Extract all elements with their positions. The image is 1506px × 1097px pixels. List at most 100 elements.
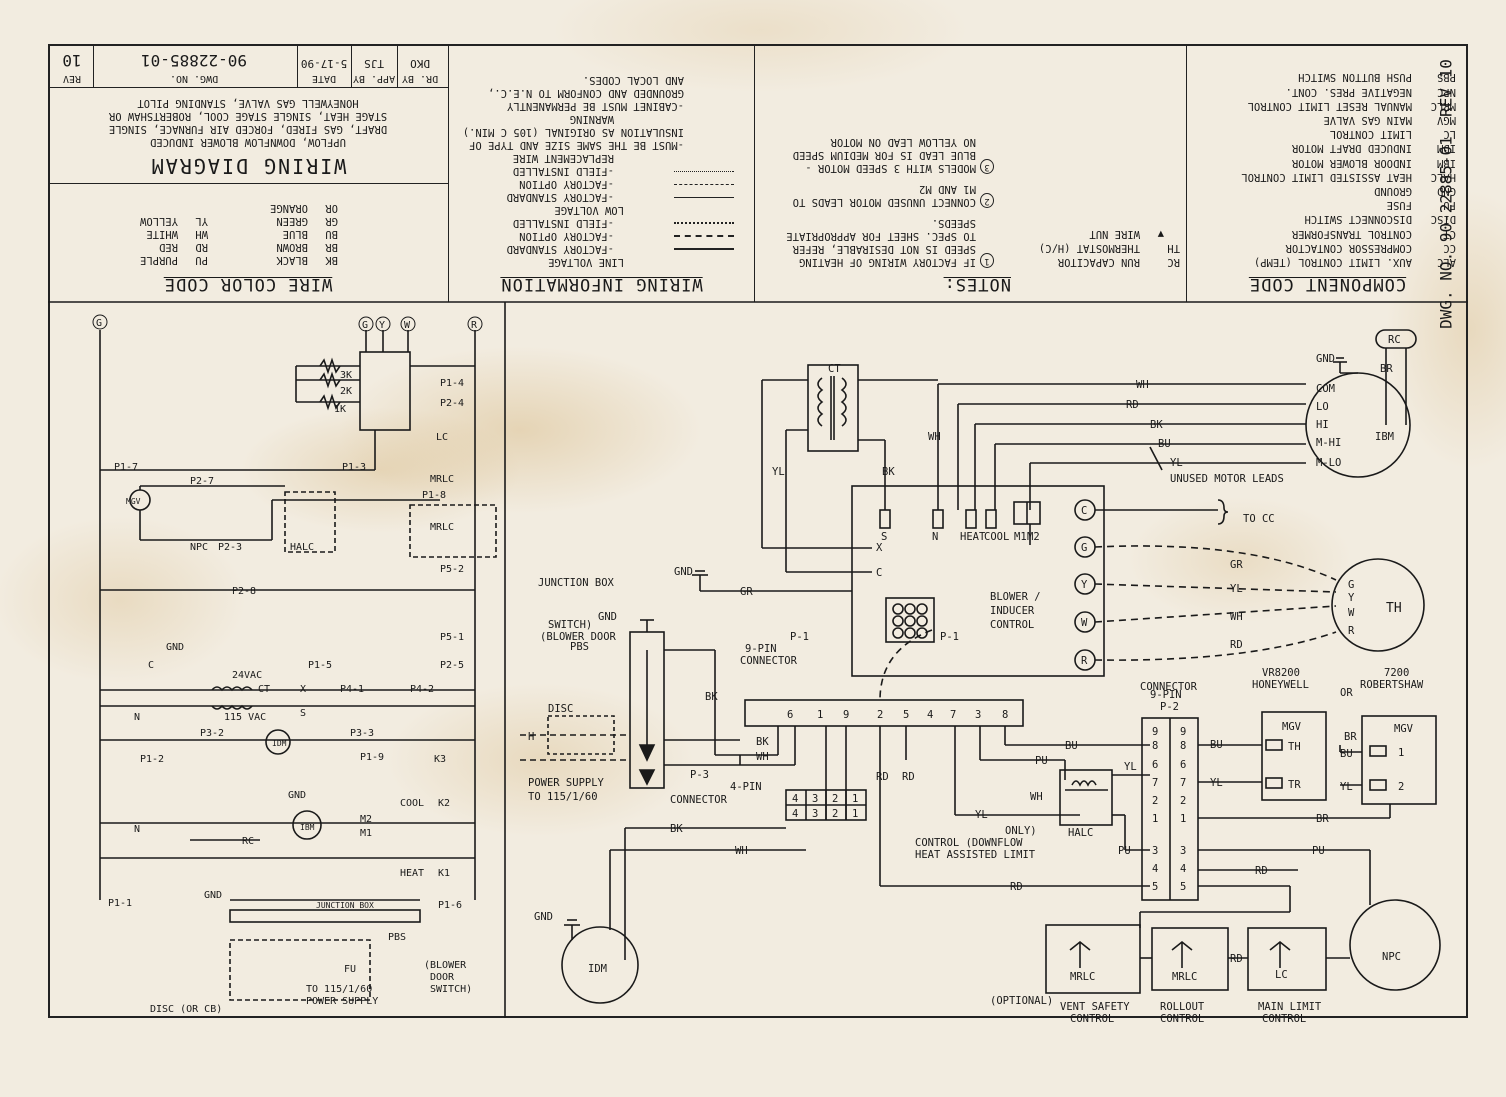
lbl-rd-bottom: RD [1010, 881, 1023, 893]
lbl-term-r: R [1081, 655, 1088, 667]
lbl-honeywell-2: VR8200 [1262, 667, 1300, 679]
control-board-box [851, 485, 1105, 677]
lbl-bu-mgv: BU [1210, 739, 1223, 751]
p2-right-pin-1: 1 [1180, 813, 1186, 825]
lad-gnd: GND [166, 642, 184, 653]
lad-pbs: PBS [388, 932, 406, 943]
lad-gnd3: GND [204, 890, 222, 901]
lbl-9pin-p2-1: 9-PIN [1150, 689, 1182, 701]
lad-m2: M2 [360, 814, 372, 825]
lbl-mhi: M-HI [1316, 437, 1341, 449]
p3-top-pin-2: 2 [832, 793, 838, 805]
lbl-yl-ct: YL [772, 466, 785, 478]
p1-pin-5: 5 [903, 709, 909, 721]
lad-p15: P1-5 [308, 660, 332, 671]
lad-p12: P1-2 [140, 754, 164, 765]
p3-top-pin-3: 3 [812, 793, 818, 805]
lbl-vent-3: (OPTIONAL) [990, 995, 1053, 1007]
lbl-wh-p1: WH [756, 751, 769, 763]
lad-s: S [300, 708, 306, 719]
lbl-disc: DISC [548, 703, 573, 715]
lbl-yl: YL [1170, 457, 1183, 469]
lbl-com: COM [1316, 383, 1335, 395]
lbl-m2: M2 [1027, 531, 1040, 543]
lbl-gnd-idm: GND [534, 911, 553, 923]
lad-mrlc2: MRLC [430, 522, 454, 533]
lbl-board-3: CONTROL [990, 619, 1034, 631]
lbl-honeywell-1: HONEYWELL [1252, 679, 1309, 691]
p3-top-pin-1: 1 [852, 793, 858, 805]
p2-left-pin-2: 2 [1152, 795, 1158, 807]
lbl-9pin-3: P-1 [790, 631, 809, 643]
lbl-rd-p2: RD [1255, 865, 1268, 877]
lbl-th-g: G [1348, 579, 1354, 591]
lad-y: Y [379, 320, 385, 331]
p2-left-pin-6: 6 [1152, 759, 1158, 771]
lad-k1: K1 [438, 868, 450, 879]
lad-g: G [362, 320, 368, 331]
lbl-ct: CT [828, 363, 841, 375]
lad-heat: HEAT [400, 868, 424, 879]
lad-k2: K2 [438, 798, 450, 809]
lad-disc: DISC (OR CB) [150, 1004, 222, 1015]
lad-p18: P1-8 [422, 490, 446, 501]
p2-right-pin-5: 5 [1180, 881, 1186, 893]
lbl-power-1: TO 115/1/60 [528, 791, 598, 803]
lbl-term-w: W [1081, 617, 1088, 629]
lbl-s: S [881, 531, 887, 543]
lbl-9pin-p2-3: P-2 [1160, 701, 1179, 713]
lad-p13: P1-3 [342, 462, 366, 473]
lad-p52: P5-2 [440, 564, 464, 575]
schematic-labels: WH RD BK BU YL COM LO HI M-HI M-LO IBM R… [528, 334, 1424, 1025]
lad-g2: G [96, 318, 102, 329]
lbl-br-mgv2: BR [1344, 731, 1357, 743]
p2-left-pin-8: 8 [1152, 740, 1158, 752]
p3-bot-pin-4: 4 [792, 808, 798, 820]
lad-p41: P4-1 [340, 684, 364, 695]
p2-right-pin-2: 2 [1180, 795, 1186, 807]
lad-c: C [148, 660, 154, 671]
lbl-heat: HEAT [960, 531, 986, 543]
lad-2k: 2K [340, 386, 352, 397]
lbl-halc-text-1: HEAT ASSISTED LIMIT [915, 849, 1036, 861]
lad-p28: P2-8 [232, 586, 256, 597]
lbl-th: TH [1386, 601, 1402, 616]
lbl-rc: RC [1388, 334, 1401, 346]
lbl-gr-gnd: GR [740, 586, 753, 598]
lad-p11: P1-1 [108, 898, 132, 909]
lbl-th-y: Y [1348, 592, 1355, 604]
lad-p25: P2-5 [440, 660, 464, 671]
lbl-yl-mgv2: YL [1340, 781, 1353, 793]
lad-p19: P1-9 [360, 752, 384, 763]
lbl-bu: BU [1158, 438, 1171, 450]
lad-p17: P1-7 [114, 462, 138, 473]
diagram-border [48, 44, 1468, 1018]
p2-left-pin-9: 9 [1152, 726, 1158, 738]
lbl-main-limit-2: CONTROL [1262, 1013, 1306, 1025]
lbl-br: BR [1380, 363, 1393, 375]
p3-bot-pin-3: 3 [812, 808, 818, 820]
p2-right-pin-3: 3 [1180, 845, 1186, 857]
lbl-bds-2: SWITCH) [548, 619, 592, 631]
lad-npc: NPC [190, 542, 208, 553]
p2-left-pin-4: 4 [1152, 863, 1158, 875]
lad-m1: M1 [360, 828, 372, 839]
lbl-rollout-1: ROLLOUT [1160, 1001, 1205, 1013]
lbl-th-r: R [1348, 625, 1355, 637]
lbl-m1: M1 [1014, 531, 1027, 543]
lbl-main-limit-1: MAIN LIMIT [1258, 1001, 1322, 1013]
lbl-mlo: M-LO [1316, 457, 1341, 469]
lbl-pu-p1: PU [1035, 755, 1048, 767]
lbl-mrlc-2: MRLC [1070, 971, 1095, 983]
lbl-hi: HI [1316, 419, 1329, 431]
lbl-bk: BK [1150, 419, 1163, 431]
lbl-yl-mgv: YL [1210, 777, 1223, 789]
lbl-gnd-board: GND [674, 566, 693, 578]
lad-p14: P1-4 [440, 378, 464, 389]
lbl-bk-ct: BK [882, 466, 895, 478]
lbl-x: X [876, 542, 883, 554]
lbl-lo: LO [1316, 401, 1329, 413]
lad-idm: IDM [272, 739, 287, 748]
